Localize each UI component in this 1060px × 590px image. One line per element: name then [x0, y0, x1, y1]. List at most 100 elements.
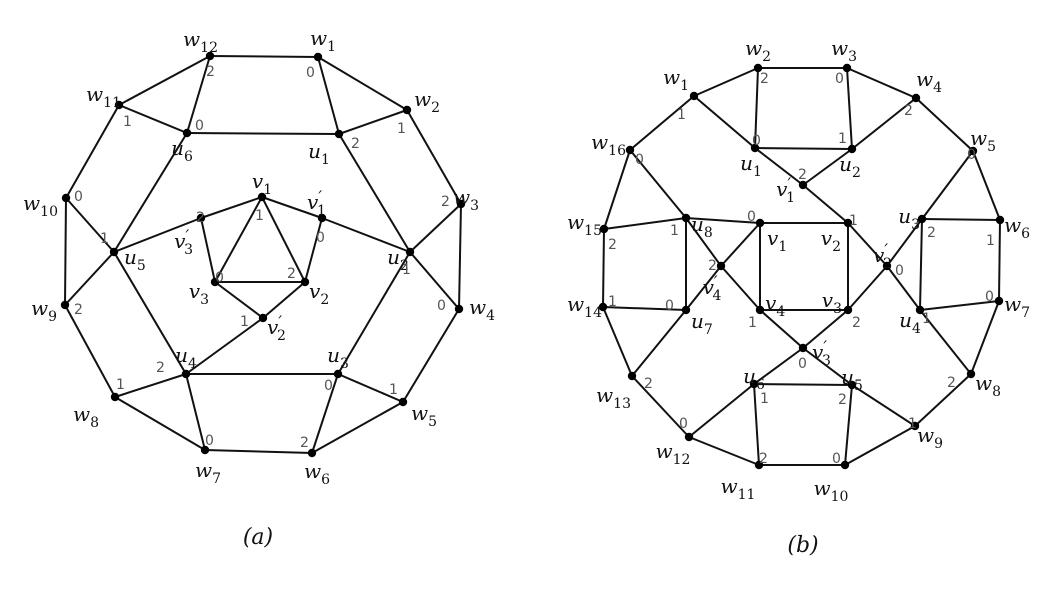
- vertex-subscript: 8: [992, 384, 1001, 400]
- vertex-letter: v: [174, 229, 186, 253]
- vertex-dot: [910, 421, 920, 431]
- edge-a-w4-w5: [402, 308, 460, 403]
- edge-a-w11-w12: [118, 55, 211, 106]
- vertex-color-label: 0: [437, 298, 446, 314]
- vertex-name-label: w1: [663, 65, 689, 94]
- edge-a-w7-w8: [114, 396, 206, 451]
- vertex-dot: [398, 397, 408, 407]
- vertex-letter: u: [175, 343, 188, 367]
- vertex-subscript: 2: [431, 100, 440, 116]
- edge-b-w5-u3: [921, 150, 974, 220]
- vertex-subscript: 2: [883, 256, 892, 272]
- vertex-name-label: u5: [124, 245, 146, 274]
- vertex-color-label: 0: [74, 189, 83, 205]
- vertex-name-label: w10: [23, 191, 58, 220]
- edge-a-v2-v2p: [262, 281, 306, 319]
- vertex-name-label: v3: [189, 279, 209, 308]
- vertex-b-v1p: v′12: [776, 167, 808, 206]
- vertex-color-label: 0: [306, 65, 315, 81]
- vertex-subscript: 12: [673, 452, 691, 468]
- vertex-color-label: 0: [215, 270, 224, 286]
- vertex-color-label: 1: [397, 121, 406, 137]
- vertex-letter: v: [776, 177, 788, 201]
- vertex-letter: w: [1004, 292, 1021, 316]
- vertex-color-label: 1: [240, 314, 249, 330]
- vertex-color-label: 2: [608, 237, 617, 253]
- vertex-a-u3: u30: [324, 343, 349, 394]
- vertex-dot: [333, 369, 343, 379]
- edge-a-w8-u4: [114, 373, 187, 398]
- edge-b-w1-u1: [693, 95, 756, 149]
- vertex-letter: u: [899, 308, 912, 332]
- vertex-dot: [196, 213, 206, 223]
- vertex-dot: [917, 214, 927, 224]
- edge-a-w5-u3: [337, 373, 404, 403]
- edge-b-w4-u2: [851, 97, 917, 150]
- vertex-dot: [882, 261, 892, 271]
- edge-b-w14-w15: [602, 228, 605, 308]
- vertex-dot: [110, 392, 120, 402]
- panel-a-caption: (a): [243, 525, 273, 550]
- edge-b-w8-u4: [919, 309, 972, 375]
- vertex-letter: w: [567, 292, 584, 316]
- edge-a-v3-v2p: [214, 281, 264, 319]
- vertex-color-label: 2: [759, 451, 768, 467]
- vertex-name-label: v′2: [873, 240, 892, 272]
- vertex-letter: w: [195, 458, 212, 482]
- vertex-subscript: 2: [320, 292, 329, 308]
- edge-b-w16-u8: [629, 149, 687, 219]
- edge-a-w11-u6: [118, 104, 188, 134]
- vertex-name-label: v2: [309, 279, 329, 308]
- vertex-dot: [995, 215, 1005, 225]
- vertex-subscript: 5: [137, 258, 146, 274]
- vertex-prime: ′: [823, 337, 827, 356]
- vertex-dot: [842, 63, 852, 73]
- vertex-letter: u: [327, 343, 340, 367]
- vertex-dot: [681, 305, 691, 315]
- edge-a-v3-v1: [214, 196, 263, 283]
- vertex-name-label: v′1: [776, 174, 795, 206]
- vertex-b-w5: w50: [967, 126, 996, 163]
- edge-b-w6-w7: [998, 219, 1001, 302]
- vertex-subscript: 4: [713, 288, 722, 304]
- vertex-letter: w: [663, 65, 680, 89]
- vertex-prime: ′: [787, 174, 791, 193]
- vertex-b-u6: u61: [743, 364, 769, 407]
- vertex-name-label: u1: [740, 151, 762, 180]
- vertex-subscript: 9: [934, 436, 943, 452]
- vertex-a-u5: u51: [100, 231, 146, 274]
- vertex-name-label: w1: [310, 26, 336, 55]
- vertex-letter: w: [656, 439, 673, 463]
- vertex-a-v3: v3 0: [189, 270, 224, 308]
- vertex-name-label: v′4: [703, 272, 722, 304]
- vertex-letter: u: [841, 365, 854, 389]
- vertex-letter: v: [873, 243, 885, 267]
- vertex-dot: [258, 313, 268, 323]
- vertex-subscript: 3: [200, 292, 209, 308]
- edge-b-u5-v3p: [802, 347, 853, 386]
- vertex-subscript: 1: [327, 39, 336, 55]
- vertex-subscript: 14: [584, 305, 602, 321]
- vertex-b-u2: u21: [838, 131, 861, 181]
- panel-b-caption: (b): [787, 533, 818, 558]
- vertex-name-label: u2: [387, 245, 409, 274]
- vertex-name-label: v1: [252, 169, 272, 198]
- vertex-color-label: 0: [895, 263, 904, 279]
- vertex-b-u5: u52: [838, 365, 863, 408]
- vertex-subscript: 1: [786, 190, 795, 206]
- vertex-subscript: 5: [854, 378, 863, 394]
- edge-a-w9-w10: [64, 197, 67, 306]
- edge-b-u1-u2: [754, 147, 853, 150]
- edge-a-w1-u1: [317, 56, 340, 135]
- vertex-dot: [847, 380, 857, 390]
- vertex-name-label: w5: [411, 401, 437, 430]
- vertex-subscript: 10: [831, 489, 849, 505]
- vertex-letter: w: [917, 423, 934, 447]
- vertex-b-u7: u70: [665, 298, 713, 338]
- panel-b-edges: [602, 67, 1001, 466]
- vertex-letter: w: [1004, 213, 1021, 237]
- vertex-name-label: w3: [831, 36, 857, 65]
- vertex-dot: [114, 100, 124, 110]
